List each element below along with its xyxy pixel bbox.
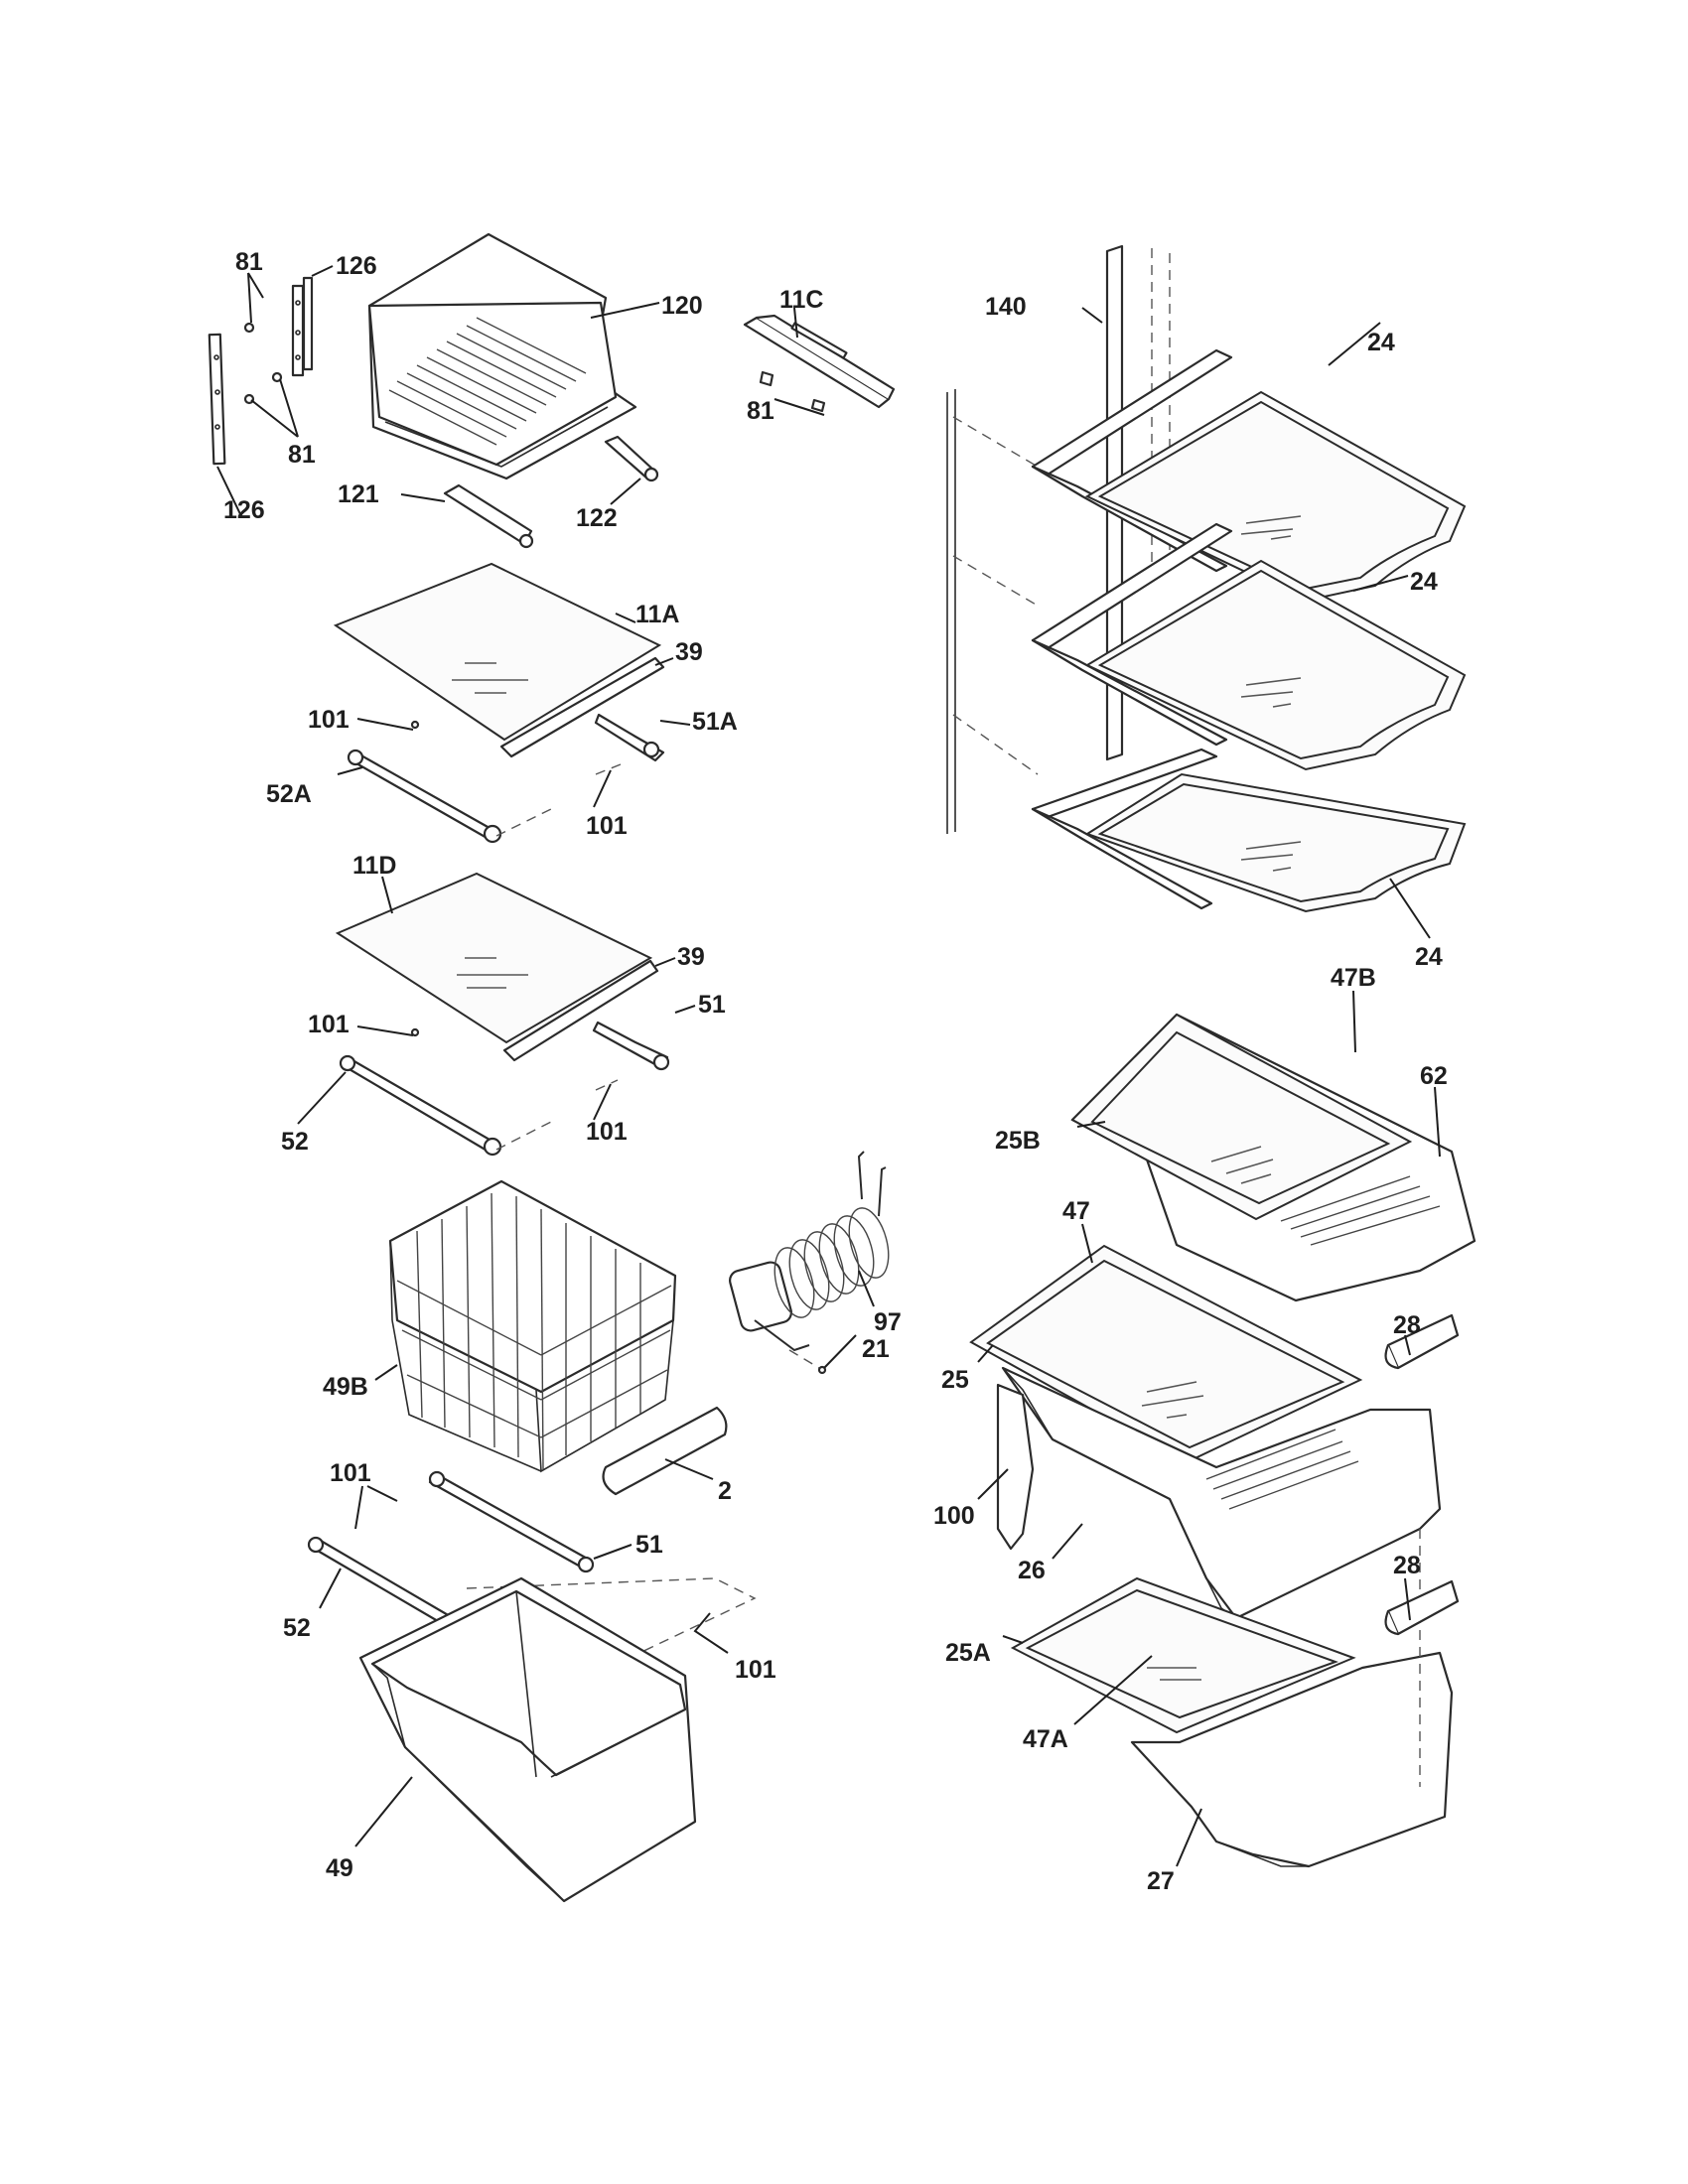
label-52a: 52A bbox=[266, 780, 312, 808]
label-28-bottom: 28 bbox=[1393, 1552, 1421, 1579]
label-140: 140 bbox=[985, 293, 1027, 321]
shelf-11a-part bbox=[333, 562, 665, 844]
label-101-d-left: 101 bbox=[308, 1011, 350, 1038]
label-81-top: 81 bbox=[235, 248, 263, 276]
label-25: 25 bbox=[941, 1366, 969, 1394]
bracket-11c-part bbox=[743, 314, 896, 413]
label-47b: 47B bbox=[1331, 964, 1376, 992]
label-11a: 11A bbox=[635, 601, 679, 628]
label-100: 100 bbox=[933, 1502, 975, 1530]
label-39-d: 39 bbox=[677, 943, 705, 971]
cover-100-part bbox=[996, 1383, 1035, 1551]
label-101-a-left: 101 bbox=[308, 706, 350, 734]
label-47: 47 bbox=[1062, 1197, 1090, 1225]
label-51-d: 51 bbox=[698, 991, 726, 1019]
label-126-top: 126 bbox=[336, 252, 377, 280]
label-24-top: 24 bbox=[1367, 329, 1395, 356]
crisper-25-part bbox=[969, 1244, 1442, 1620]
screw-81-part bbox=[243, 322, 283, 405]
screw-21-part bbox=[817, 1365, 827, 1375]
label-47a: 47A bbox=[1023, 1725, 1068, 1753]
label-26: 26 bbox=[1018, 1557, 1046, 1584]
dash-21 bbox=[788, 1349, 820, 1369]
label-24-mid: 24 bbox=[1410, 568, 1438, 596]
label-27: 27 bbox=[1147, 1867, 1175, 1895]
crisper-25b-part bbox=[1070, 1013, 1477, 1302]
bin-49-part bbox=[358, 1576, 697, 1903]
crisper-25a-part bbox=[1010, 1529, 1454, 1868]
label-126-bottom: 126 bbox=[223, 496, 265, 524]
label-25b: 25B bbox=[995, 1127, 1041, 1155]
basket-49b-part bbox=[388, 1179, 677, 1473]
label-51a: 51A bbox=[692, 708, 738, 736]
label-51-bin: 51 bbox=[635, 1531, 663, 1559]
bracket-126-part bbox=[208, 276, 314, 466]
clip-28-bottom-part bbox=[1384, 1579, 1460, 1636]
rail-121-part bbox=[443, 483, 534, 549]
label-25a: 25A bbox=[945, 1639, 991, 1667]
label-2: 2 bbox=[718, 1477, 732, 1505]
label-81-mid: 81 bbox=[288, 441, 316, 469]
shelf-24-mid-part bbox=[1031, 522, 1467, 771]
label-21: 21 bbox=[862, 1335, 890, 1363]
label-39-a: 39 bbox=[675, 638, 703, 666]
trim-2-part bbox=[602, 1406, 728, 1496]
label-11d: 11D bbox=[352, 852, 396, 880]
label-81-11c: 81 bbox=[747, 397, 774, 425]
label-49b: 49B bbox=[323, 1373, 368, 1401]
label-49: 49 bbox=[326, 1854, 353, 1882]
label-122: 122 bbox=[576, 504, 618, 532]
label-101-bin-left: 101 bbox=[330, 1459, 371, 1487]
label-121: 121 bbox=[338, 480, 379, 508]
label-101-bin-right: 101 bbox=[735, 1656, 776, 1684]
callout-labels: 81 126 81 126 120 121 122 11C 81 140 24 … bbox=[223, 248, 1448, 1895]
label-52-d: 52 bbox=[281, 1128, 309, 1156]
clip-28-top-part bbox=[1384, 1313, 1460, 1370]
label-97: 97 bbox=[874, 1308, 902, 1336]
label-120: 120 bbox=[661, 292, 703, 320]
label-101-d-right: 101 bbox=[586, 1118, 628, 1146]
label-28-top: 28 bbox=[1393, 1311, 1421, 1339]
dash-11d bbox=[495, 1079, 619, 1151]
label-101-a-right: 101 bbox=[586, 812, 628, 840]
shelf-24-bottom-part bbox=[1031, 748, 1467, 913]
label-24-bottom: 24 bbox=[1415, 943, 1443, 971]
shelf-24-top-part bbox=[1031, 348, 1467, 603]
label-62: 62 bbox=[1420, 1062, 1448, 1090]
label-11c: 11C bbox=[779, 286, 823, 314]
rail-122-part bbox=[604, 435, 659, 482]
leader-lines bbox=[216, 265, 1441, 1867]
shelf-11d-part bbox=[335, 872, 670, 1157]
heater-97-part bbox=[729, 1151, 890, 1352]
upright-140-part bbox=[946, 244, 1171, 834]
dash-11a bbox=[495, 763, 622, 837]
label-52-bin: 52 bbox=[283, 1614, 311, 1642]
bin-120-part bbox=[367, 232, 637, 480]
